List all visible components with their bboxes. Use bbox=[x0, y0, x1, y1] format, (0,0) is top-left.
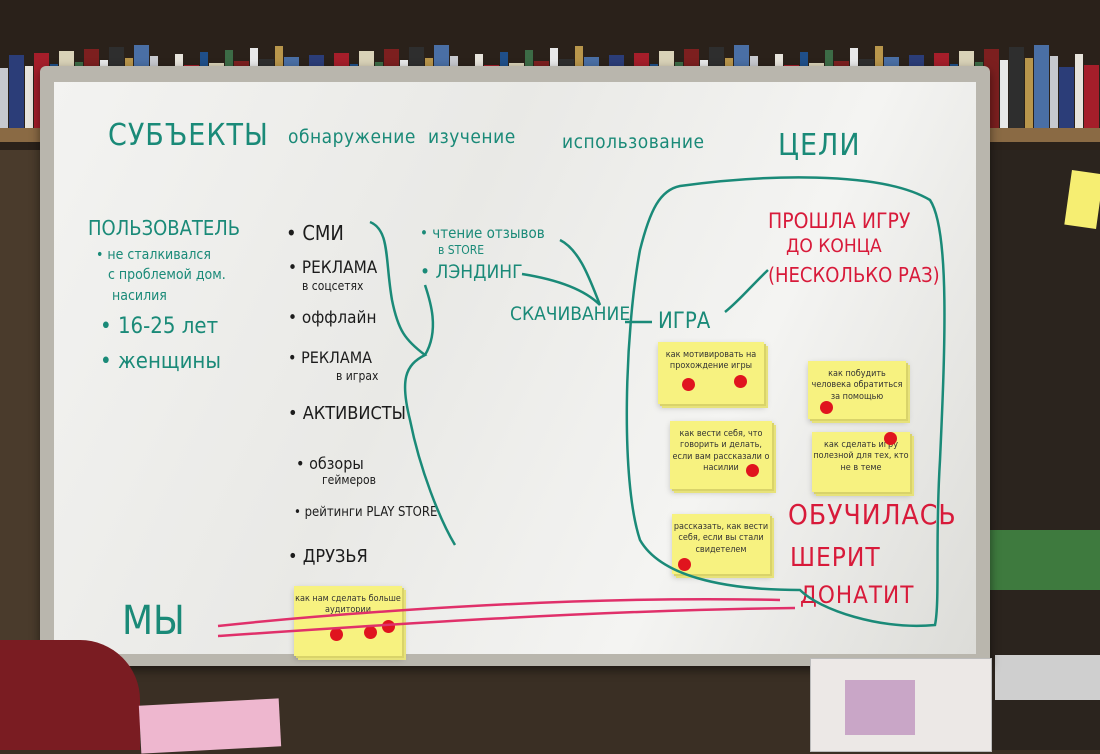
goal-finished-2: ДО КОНЦА bbox=[786, 235, 882, 257]
label-we: МЫ bbox=[122, 598, 185, 644]
channel-ads-games-sub: в играх bbox=[336, 369, 379, 383]
header-study: изучение bbox=[428, 126, 516, 148]
usage-game: ИГРА bbox=[658, 309, 711, 334]
channel-activists: • АКТИВИСТЫ bbox=[288, 403, 406, 424]
user-title: ПОЛЬЗОВАТЕЛЬ bbox=[88, 216, 241, 240]
header-discovery: обнаружение bbox=[288, 126, 416, 148]
goal-shares: ШЕРИТ bbox=[790, 543, 881, 573]
chair bbox=[0, 640, 140, 750]
channel-ratings: • рейтинги PLAY STORE bbox=[294, 505, 438, 520]
right-shelf bbox=[985, 150, 1100, 750]
channel-friends: • ДРУЗЬЯ bbox=[288, 546, 368, 567]
wall-sticky-note bbox=[1064, 170, 1100, 229]
pink-paper bbox=[138, 698, 282, 754]
red-dot-sticker bbox=[734, 375, 747, 388]
sticky-note-motivate: как мотивировать на прохождение игры bbox=[658, 342, 764, 404]
book-spine bbox=[1059, 67, 1074, 128]
goal-finished-3: (НЕСКОЛЬКО РАЗ) bbox=[768, 263, 940, 287]
user-bullet1-line2: с проблемой дом. bbox=[108, 267, 226, 283]
red-dot-sticker bbox=[820, 401, 833, 414]
right-books-stack bbox=[985, 530, 1100, 590]
sticky-note-witness: рассказать, как вести себя, если вы стал… bbox=[672, 514, 770, 574]
sticky-note-behave: как вести себя, что говорить и делать, е… bbox=[670, 421, 772, 489]
header-usage: использование bbox=[562, 131, 705, 153]
channel-reviews-sub: геймеров bbox=[322, 473, 376, 487]
sticky-text: как нам сделать больше аудитории bbox=[295, 594, 401, 616]
channel-ads-games: • РЕКЛАМА bbox=[288, 348, 372, 367]
channel-offline: • оффлайн bbox=[288, 308, 377, 328]
channel-smi: • СМИ bbox=[286, 221, 344, 245]
book-spine bbox=[1050, 56, 1058, 128]
sticky-note-useful: как сделать игру полезной для тех, кто н… bbox=[812, 432, 910, 492]
book-spine bbox=[0, 68, 8, 128]
book-spine bbox=[1009, 47, 1024, 128]
red-dot-sticker bbox=[382, 620, 395, 633]
book-spine bbox=[25, 66, 33, 128]
book-spine bbox=[1075, 54, 1083, 128]
red-dot-sticker bbox=[364, 626, 377, 639]
book-spine bbox=[1084, 65, 1099, 128]
sticky-text: как побудить человека обратиться за помо… bbox=[811, 369, 903, 402]
sticky-note-encourage: как побудить человека обратиться за помо… bbox=[808, 361, 906, 419]
goal-donates: ДОНАТИТ bbox=[800, 581, 915, 609]
book-spine bbox=[1000, 60, 1008, 128]
sticky-note-audience: как нам сделать больше аудитории bbox=[294, 586, 402, 656]
goal-learned: ОБУЧИЛАСЬ bbox=[788, 498, 957, 531]
red-dot-sticker bbox=[746, 464, 759, 477]
red-dot-sticker bbox=[678, 558, 691, 571]
channel-ads-social-sub: в соцсетях bbox=[302, 279, 364, 293]
user-bullet-age: • 16-25 лет bbox=[100, 314, 219, 339]
book-spine bbox=[9, 55, 24, 128]
user-bullet1-line1: • не сталкивался bbox=[96, 247, 211, 263]
red-dot-sticker bbox=[682, 378, 695, 391]
red-dot-sticker bbox=[884, 432, 897, 445]
usage-download: СКАЧИВАНИЕ bbox=[510, 303, 631, 325]
sticky-text: как мотивировать на прохождение игры bbox=[665, 350, 757, 372]
user-bullet1-line3: насилия bbox=[112, 288, 167, 304]
red-dot-sticker bbox=[330, 628, 343, 641]
goal-finished: ПРОШЛА ИГРУ bbox=[768, 209, 911, 233]
header-subjects: СУБЪЕКТЫ bbox=[108, 118, 269, 153]
channel-ads-social: • РЕКЛАМА bbox=[288, 258, 378, 278]
book-spine bbox=[1025, 58, 1033, 128]
study-reviews-sub: в STORE bbox=[438, 243, 485, 257]
right-book bbox=[995, 655, 1100, 700]
study-reviews: • чтение отзывов bbox=[420, 224, 545, 242]
sticky-text: как сделать игру полезной для тех, кто н… bbox=[813, 440, 909, 473]
sticky-text: рассказать, как вести себя, если вы стал… bbox=[673, 522, 769, 555]
book-spine bbox=[1034, 45, 1049, 128]
channel-reviews: • обзоры bbox=[296, 454, 364, 473]
study-landing: • ЛЭНДИНГ bbox=[420, 261, 523, 283]
book-cover-image bbox=[845, 680, 915, 735]
header-goals: ЦЕЛИ bbox=[778, 128, 861, 163]
user-bullet-women: • женщины bbox=[100, 349, 221, 374]
